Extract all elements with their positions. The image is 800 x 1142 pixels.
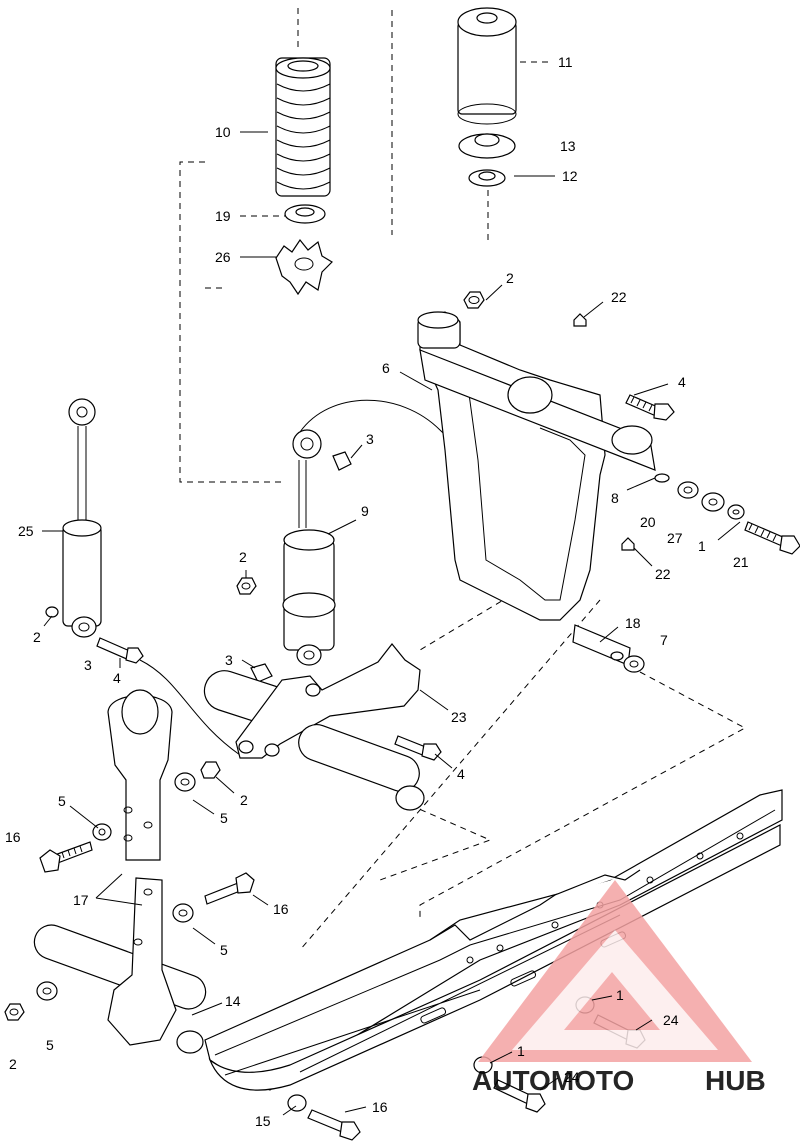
spring-part-10 — [275, 57, 331, 197]
callout-4: 4 — [678, 374, 686, 390]
callout-18: 18 — [625, 615, 641, 631]
washer-part-5-middle — [172, 903, 194, 923]
bolt-part-4-right — [625, 394, 675, 421]
callout-2: 2 — [9, 1056, 17, 1072]
callout-16: 16 — [5, 829, 21, 845]
bushing-part-8 — [654, 473, 670, 483]
watermark-text-part2: HUB — [705, 1065, 766, 1096]
callout-23: 23 — [451, 709, 467, 725]
axle-part-18 — [610, 651, 624, 661]
callout-5: 5 — [220, 942, 228, 958]
callout-27: 27 — [667, 530, 683, 546]
callout-5: 5 — [220, 810, 228, 826]
bolt-part-21 — [744, 521, 800, 555]
washer-part-20 — [677, 481, 699, 499]
bolt-part-16-middle — [204, 872, 255, 905]
callout-2: 2 — [239, 549, 247, 565]
callout-3: 3 — [84, 657, 92, 673]
callout-1: 1 — [616, 987, 624, 1003]
callout-1: 1 — [698, 538, 706, 554]
callout-24: 24 — [564, 1069, 580, 1085]
bolt-part-4-center — [394, 735, 442, 761]
nut-part-2-left — [45, 606, 59, 618]
bump-stop-part-11 — [457, 7, 517, 125]
callout-11: 11 — [558, 54, 573, 70]
guide-lines — [139, 8, 747, 951]
callout-12: 12 — [562, 168, 578, 184]
nut-part-2-lower — [4, 1003, 25, 1021]
callout-14: 14 — [225, 993, 241, 1009]
callout-2: 2 — [33, 629, 41, 645]
callout-19: 19 — [215, 208, 231, 224]
cup-part-13 — [458, 133, 516, 159]
callout-5: 5 — [58, 793, 66, 809]
adjuster-cam-part-26 — [275, 238, 333, 296]
callout-16: 16 — [372, 1099, 388, 1115]
washer-part-5-lower — [36, 981, 58, 1001]
callout-8: 8 — [611, 490, 619, 506]
watermark-logo: AUTOMOTO HUB — [472, 880, 766, 1096]
callout-15: 15 — [255, 1113, 271, 1129]
callout-6: 6 — [382, 360, 390, 376]
callout-22: 22 — [655, 566, 671, 582]
callout-22: 22 — [611, 289, 627, 305]
nut-part-2-top — [463, 291, 485, 309]
callout-4: 4 — [113, 670, 121, 686]
link-arm-part-23 — [203, 643, 425, 811]
spacer-part-3-upper — [332, 451, 352, 471]
callout-13: 13 — [560, 138, 576, 154]
washer-part-15 — [287, 1094, 307, 1112]
spacer-part-3-lower — [250, 663, 273, 683]
callout-3: 3 — [225, 652, 233, 668]
rear-shock-part-25 — [62, 398, 102, 638]
washer-part-5-upper — [174, 772, 196, 792]
bolt-part-16-lower — [307, 1109, 361, 1141]
callout-3: 3 — [366, 431, 374, 447]
washer-part-27 — [701, 492, 725, 512]
bolt-part-4-left — [96, 637, 144, 664]
callout-7: 7 — [660, 632, 668, 648]
spring-seat-part-19 — [284, 204, 326, 224]
grease-fitting-part-22-lower — [621, 537, 635, 551]
callout-16: 16 — [273, 901, 289, 917]
callout-2: 2 — [240, 792, 248, 808]
callout-leaders — [42, 61, 741, 1116]
callout-10: 10 — [215, 124, 231, 140]
callout-labels: 11 10 13 12 19 26 2 22 6 4 3 8 9 20 27 2… — [5, 54, 749, 1129]
callout-9: 9 — [361, 503, 369, 519]
swing-arm-part-6 — [417, 311, 656, 666]
washer-part-1-right — [727, 504, 745, 520]
shock-absorber-part-9 — [282, 429, 336, 666]
lower-link-part-14 — [33, 877, 207, 1054]
callout-25: 25 — [18, 523, 34, 539]
callout-5: 5 — [46, 1037, 54, 1053]
callout-17: 17 — [73, 892, 89, 908]
callout-21: 21 — [733, 554, 749, 570]
callout-4: 4 — [457, 766, 465, 782]
spacer-part-7 — [623, 655, 645, 673]
bolt-part-16-left — [39, 841, 93, 873]
washer-part-12 — [468, 169, 506, 187]
grease-fitting-part-22-top — [573, 313, 587, 327]
bracket-part-17 — [107, 689, 173, 861]
slide-rail — [204, 789, 783, 1091]
bolt-part-24-lower — [493, 1079, 546, 1113]
callout-26: 26 — [215, 249, 231, 265]
callout-20: 20 — [640, 514, 656, 530]
callout-24: 24 — [663, 1012, 679, 1028]
callout-2: 2 — [506, 270, 514, 286]
nut-part-2-middle — [236, 577, 257, 595]
watermark-text-part1: AUTOMOTO — [472, 1065, 634, 1096]
nut-part-2-bracket — [200, 761, 221, 779]
callout-1: 1 — [517, 1043, 525, 1059]
